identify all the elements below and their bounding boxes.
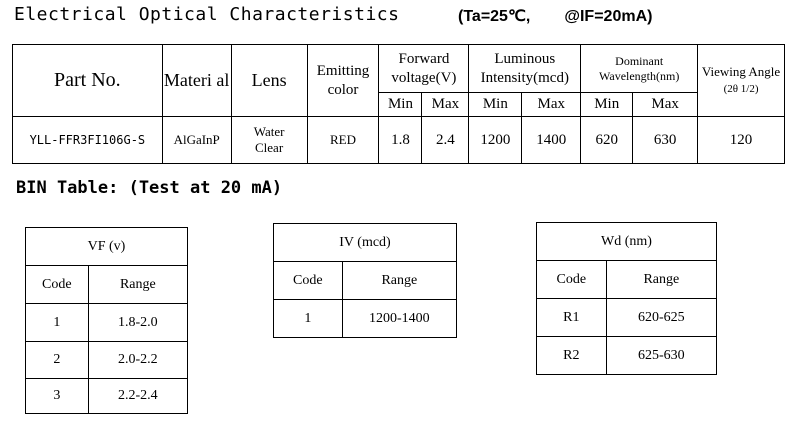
header-iv-max: Max — [521, 92, 582, 117]
header-lens: Lens — [230, 44, 308, 117]
cell-material: AlGaInP — [161, 116, 232, 164]
electrical-optical-table: Part No. Materi al Lens Emitting color F… — [12, 44, 785, 164]
viewing-angle-unit: (2θ 1/2) — [723, 83, 759, 96]
vf-range: 2.2-2.4 — [87, 378, 189, 414]
header-forward-voltage: Forward voltage(V) — [378, 44, 470, 93]
cell-lens: Water Clear — [230, 116, 308, 164]
bin-table-title: BIN Table: (Test at 20 mA) — [16, 178, 283, 198]
cell-emitting-color: RED — [306, 116, 380, 164]
header-vf-max: Max — [421, 92, 470, 117]
vf-bin-title: VF (v) — [25, 227, 188, 266]
header-part-no: Part No. — [12, 44, 163, 117]
wd-range-header: Range — [605, 260, 718, 299]
vf-code-header: Code — [25, 265, 89, 304]
wd-code-header: Code — [536, 260, 607, 299]
wd-range: 620-625 — [605, 298, 718, 337]
iv-range-header: Range — [341, 261, 458, 300]
cell-vf-min: 1.8 — [378, 116, 423, 164]
vf-code: 2 — [25, 341, 89, 379]
test-conditions: (Ta=25℃, @IF=20mA) — [458, 6, 686, 26]
iv-range: 1200-1400 — [341, 299, 458, 338]
header-wd-max: Max — [632, 92, 699, 117]
iv-bin-title: IV (mcd) — [273, 223, 457, 262]
wd-code: R1 — [536, 298, 607, 337]
cell-iv-min: 1200 — [468, 116, 523, 164]
iv-code: 1 — [273, 299, 343, 338]
header-emitting-color: Emitting color — [306, 44, 380, 117]
condition-current: @IF=20mA) — [564, 8, 653, 25]
cell-vf-max: 2.4 — [421, 116, 470, 164]
viewing-angle-label: Viewing Angle — [701, 64, 781, 79]
header-material: Materi al — [161, 44, 232, 117]
header-luminous-intensity: Luminous Intensity(mcd) — [468, 44, 582, 93]
header-vf-min: Min — [378, 92, 423, 117]
header-wd-min: Min — [580, 92, 634, 117]
page-title: Electrical Optical Characteristics — [14, 4, 400, 25]
vf-range-header: Range — [87, 265, 189, 304]
wd-bin-title: Wd (nm) — [536, 222, 717, 261]
vf-range: 1.8-2.0 — [87, 303, 189, 342]
header-viewing-angle: Viewing Angle (2θ 1/2) — [697, 44, 785, 117]
cell-wd-min: 620 — [580, 116, 634, 164]
wd-range: 625-630 — [605, 336, 718, 375]
cell-part-no: YLL-FFR3FI106G-S — [12, 116, 163, 164]
wd-code: R2 — [536, 336, 607, 375]
condition-temperature: (Ta=25℃, — [458, 8, 531, 25]
header-iv-min: Min — [468, 92, 523, 117]
vf-code: 3 — [25, 378, 89, 414]
cell-iv-max: 1400 — [521, 116, 582, 164]
header-dominant-wavelength: Dominant Wavelength(nm) — [580, 44, 699, 93]
table-row: YLL-FFR3FI106G-S AlGaInP Water Clear RED… — [12, 116, 785, 164]
vf-code: 1 — [25, 303, 89, 342]
cell-wd-max: 630 — [632, 116, 699, 164]
iv-code-header: Code — [273, 261, 343, 300]
cell-viewing-angle: 120 — [697, 116, 785, 164]
vf-range: 2.0-2.2 — [87, 341, 189, 379]
